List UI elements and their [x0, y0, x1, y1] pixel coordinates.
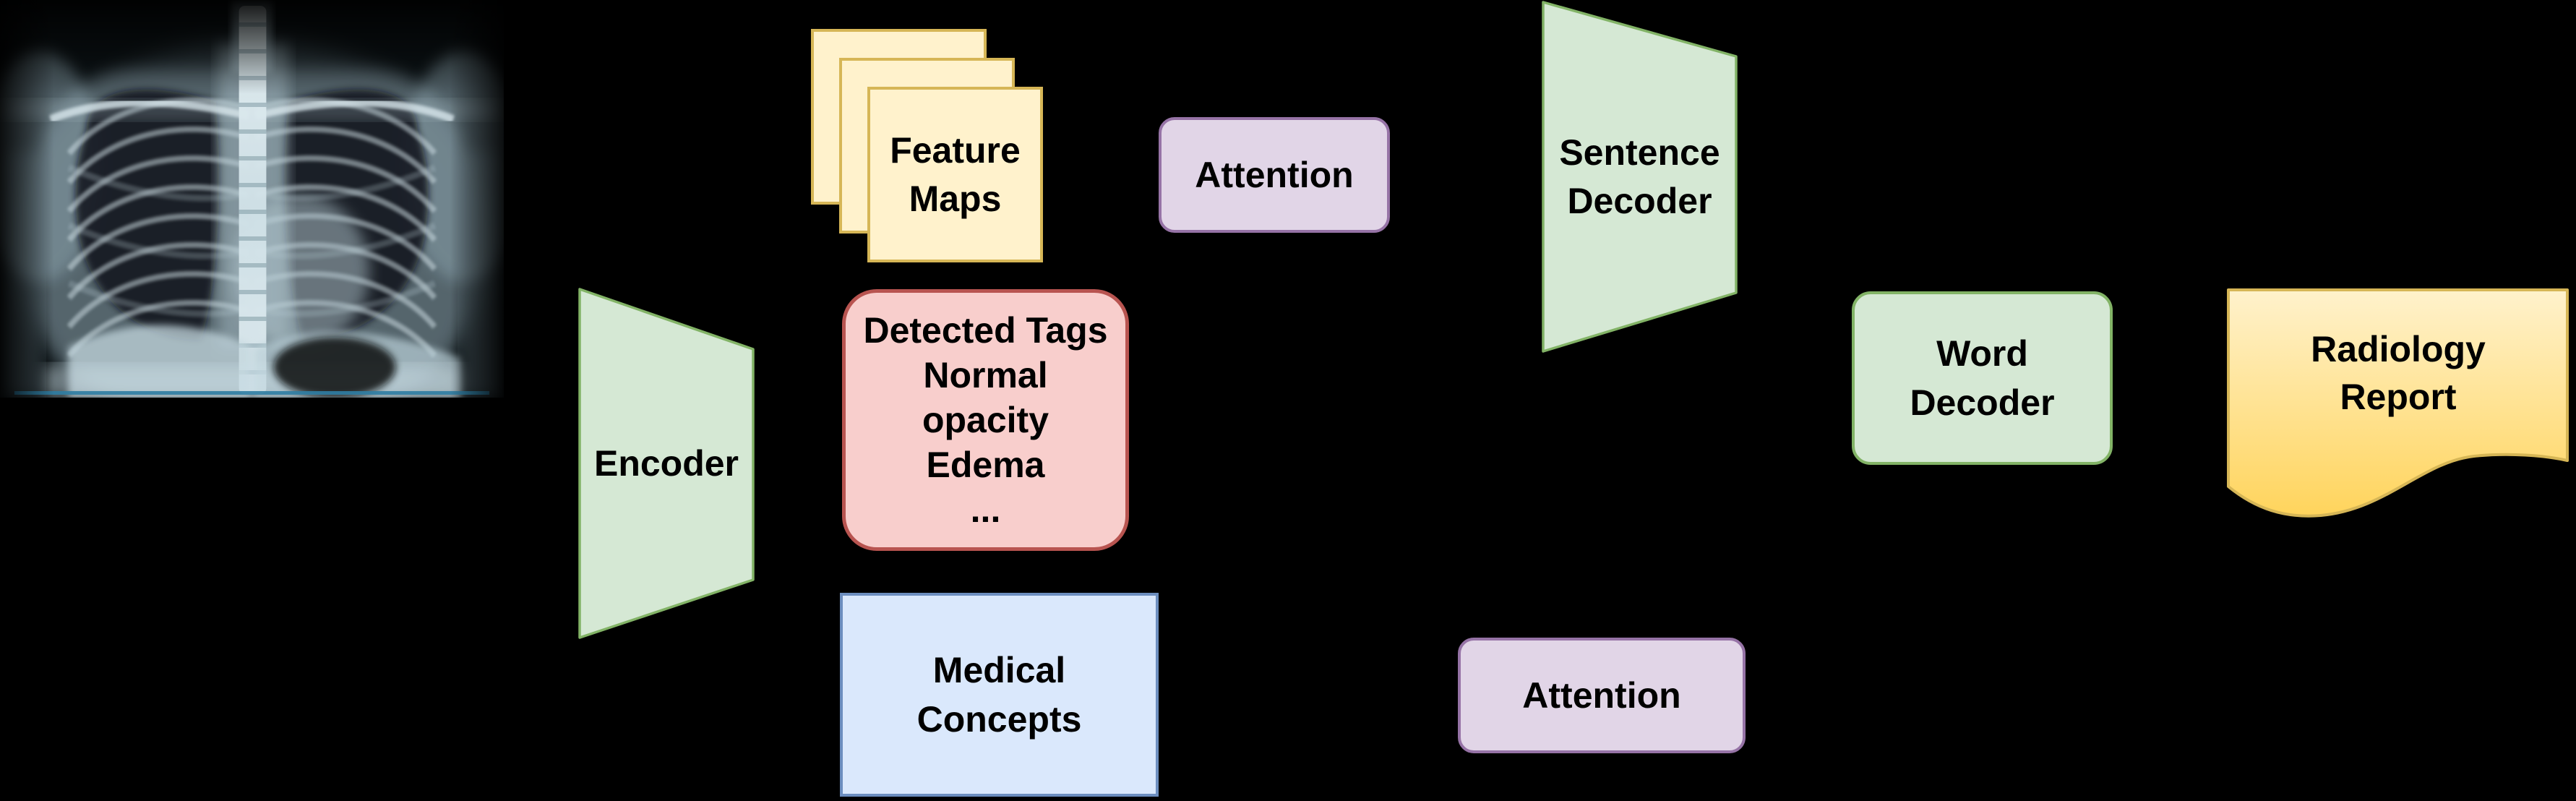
medical-concepts-label-line2: Concepts: [916, 699, 1082, 740]
detected-tags-ellipsis: ...: [970, 489, 1001, 530]
word-decoder-node: Word Decoder: [1852, 291, 2113, 465]
detected-tags-title: Detected Tags: [863, 310, 1108, 351]
medical-concepts-node: Medical Concepts: [840, 593, 1159, 797]
medical-concepts-label-line1: Medical: [932, 650, 1066, 690]
attention-bottom-label: Attention: [1522, 674, 1681, 716]
word-decoder-label-line2: Decoder: [1910, 382, 2055, 423]
feature-map-sheet-front: Feature Maps: [867, 87, 1043, 262]
word-decoder-label-line1: Word: [1936, 333, 2028, 374]
radiology-report-node: Radiology Report: [2227, 288, 2569, 527]
sentence-decoder-trapezoid: [1542, 1, 1738, 353]
radiology-report-document-shape: [2227, 288, 2569, 518]
encoder-node: Encoder: [578, 288, 755, 639]
detected-tag-item: opacity: [922, 400, 1049, 440]
feature-maps-label-line1: Feature: [890, 129, 1021, 171]
detected-tag-item: Normal: [923, 355, 1048, 395]
detected-tags-node: Detected Tags Normal opacity Edema ...: [842, 289, 1129, 551]
sentence-decoder-node: Sentence Decoder: [1542, 1, 1738, 353]
chest-xray-image: [0, 0, 504, 398]
attention-top-label: Attention: [1195, 154, 1354, 195]
attention-top-node: Attention: [1159, 117, 1390, 233]
feature-maps-label-line2: Maps: [909, 178, 1002, 219]
feature-maps-node: Feature Maps: [811, 29, 1044, 263]
detected-tag-item: Edema: [926, 445, 1045, 485]
encoder-trapezoid: [578, 288, 755, 639]
attention-bottom-node: Attention: [1458, 638, 1746, 753]
chest-xray-art: [0, 0, 504, 398]
